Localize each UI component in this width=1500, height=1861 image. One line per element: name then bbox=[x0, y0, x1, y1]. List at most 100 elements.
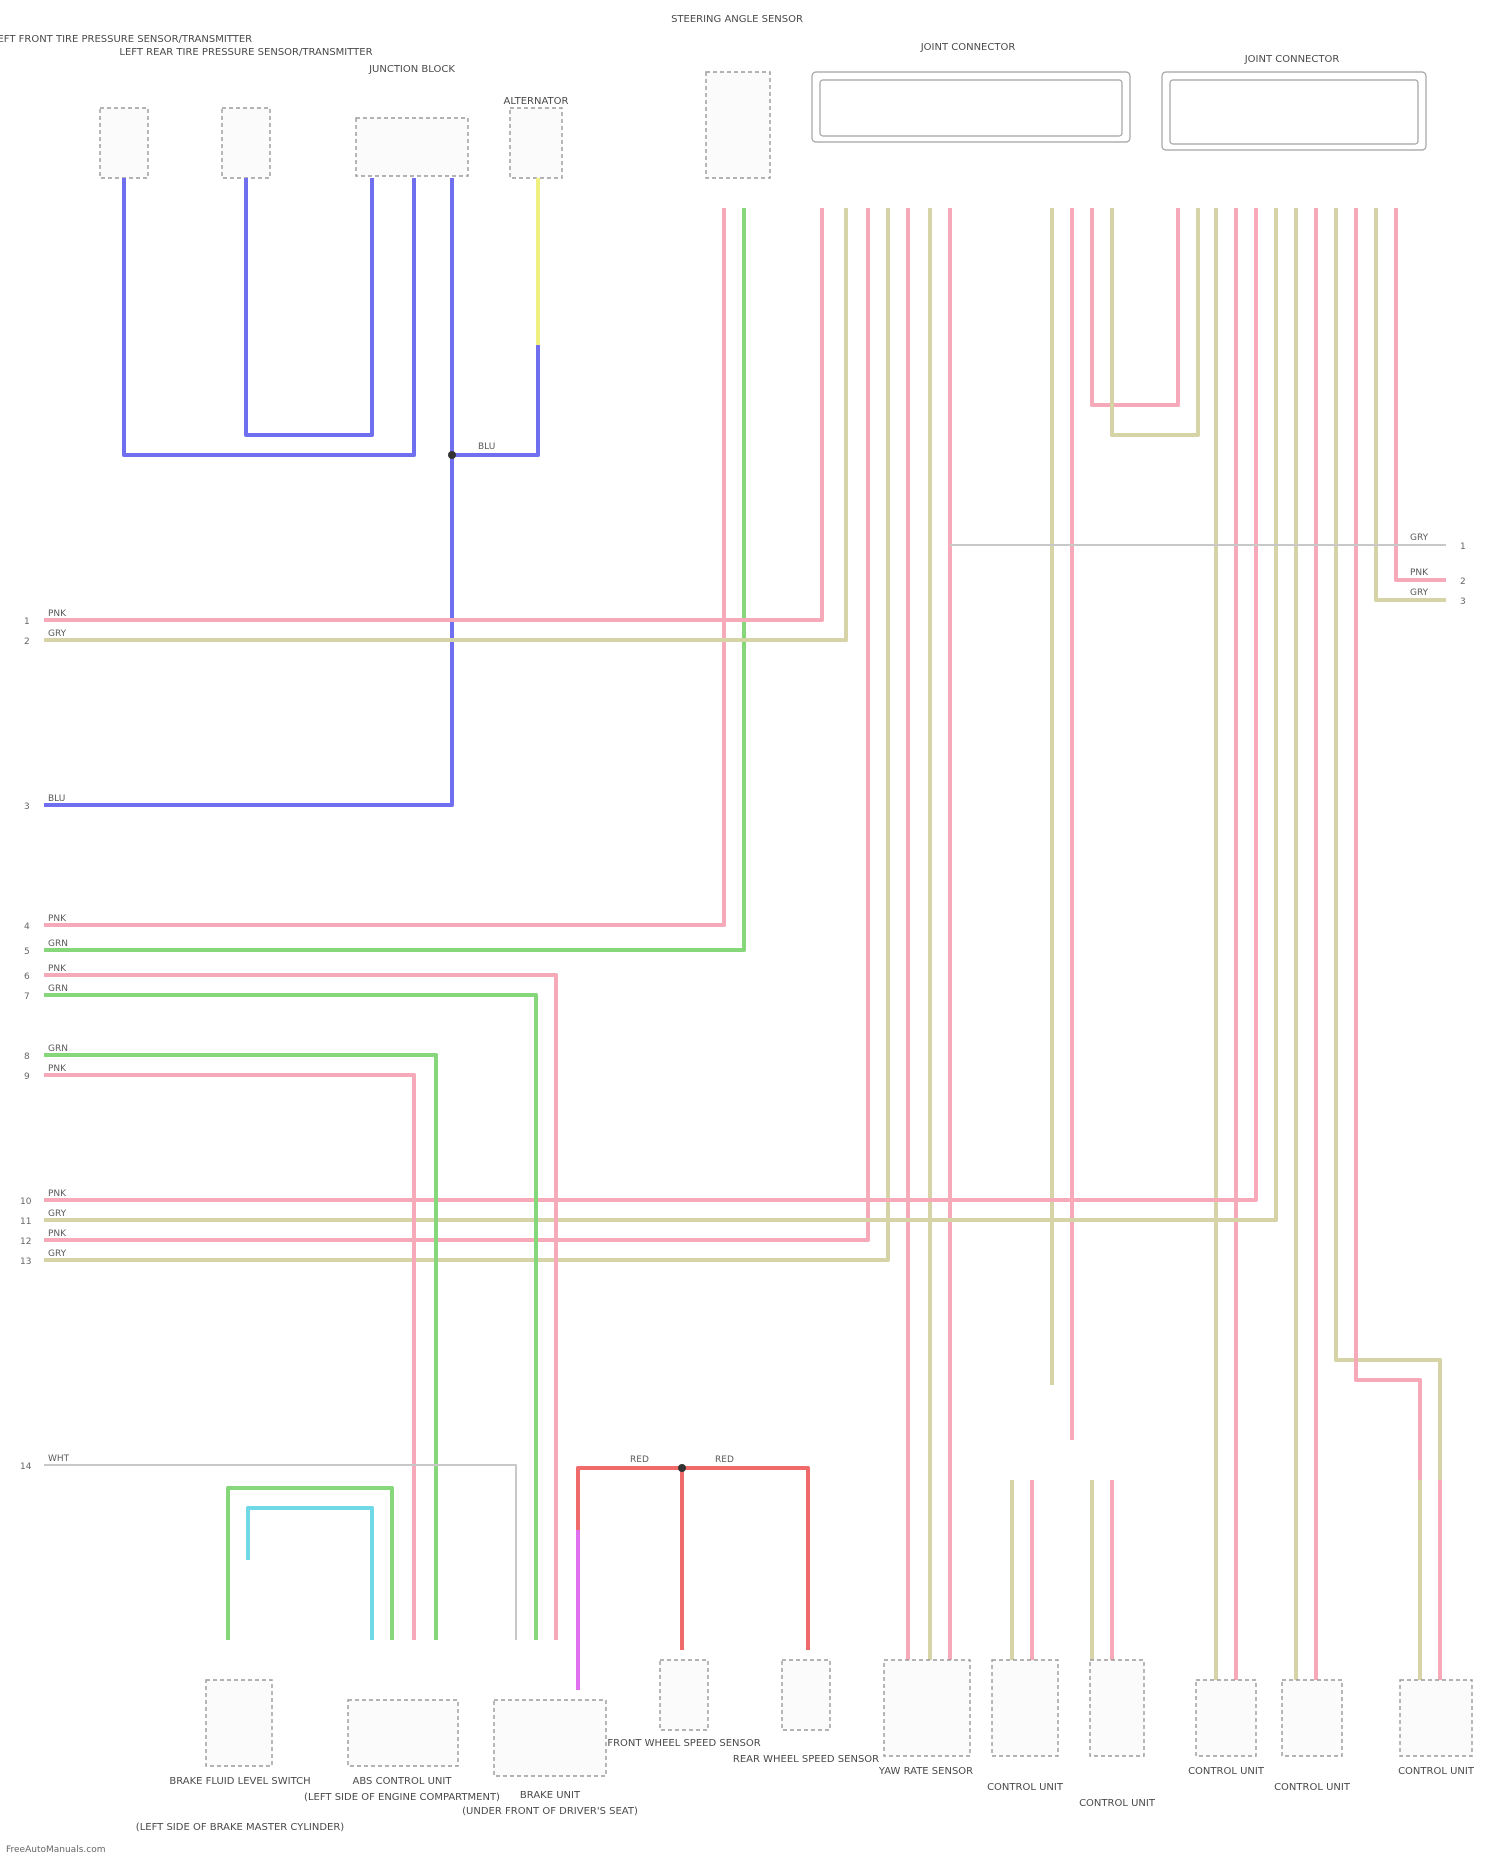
wire-green-8 bbox=[44, 1055, 436, 1640]
terminal-num: 13 bbox=[20, 1257, 31, 1267]
connector-junction-block bbox=[356, 118, 468, 176]
label-brake-fluid: BRAKE FLUID LEVEL SWITCH bbox=[169, 1776, 310, 1787]
label-side-2: CONTROL UNIT bbox=[1079, 1798, 1156, 1809]
wire-code: PNK bbox=[48, 964, 67, 974]
label-alternator: ALTERNATOR bbox=[504, 96, 569, 107]
wire-code: PNK bbox=[48, 1229, 67, 1239]
wire-gray-14 bbox=[44, 1465, 516, 1640]
wire-red-splice bbox=[578, 1468, 808, 1650]
connector-lf-sensor bbox=[100, 108, 148, 178]
label-front-speed: FRONT WHEEL SPEED SENSOR bbox=[607, 1738, 760, 1749]
terminal-num: 1 bbox=[1460, 542, 1466, 552]
wire-blue-lr bbox=[246, 178, 372, 435]
wire-pink-jc2-2 bbox=[44, 208, 1256, 1200]
label-abs-sub: (LEFT SIDE OF ENGINE COMPARTMENT) bbox=[304, 1792, 500, 1803]
wire-code: PNK bbox=[48, 914, 67, 924]
connector-side-2 bbox=[1090, 1660, 1144, 1756]
wire-code: GRN bbox=[48, 984, 68, 994]
label-brake-unit-sub: (UNDER FRONT OF DRIVER'S SEAT) bbox=[462, 1806, 638, 1817]
connector-rear-speed bbox=[782, 1660, 830, 1730]
terminal-num: 2 bbox=[1460, 577, 1466, 587]
label-joint-connector-1: JOINT CONNECTOR bbox=[920, 42, 1016, 53]
terminal-num: 11 bbox=[20, 1217, 31, 1227]
terminal-num: 5 bbox=[24, 947, 30, 957]
wire-pink-jc2-5 bbox=[1396, 208, 1446, 580]
wire-code: GRY bbox=[48, 629, 67, 639]
terminal-num: 9 bbox=[24, 1072, 30, 1082]
label-brake-fluid-sub: (LEFT SIDE OF BRAKE MASTER CYLINDER) bbox=[136, 1822, 345, 1833]
terminal-num: 2 bbox=[24, 637, 30, 647]
connector-abs bbox=[348, 1700, 458, 1766]
connector-front-speed bbox=[660, 1660, 708, 1730]
wire-blue-alt bbox=[452, 345, 538, 455]
wire-code: GRN bbox=[48, 939, 68, 949]
connector-yaw bbox=[884, 1660, 970, 1756]
connector-brake-unit bbox=[494, 1700, 606, 1776]
top-connectors bbox=[100, 72, 1426, 178]
wire-green-abs bbox=[228, 1488, 392, 1640]
terminal-num: 10 bbox=[20, 1197, 32, 1207]
terminal-num: 1 bbox=[24, 617, 30, 627]
wire-code: PNK bbox=[48, 609, 67, 619]
wire-beige-5 bbox=[1112, 208, 1198, 435]
joint-connector-1-frame bbox=[812, 72, 1130, 142]
label-brake-unit: BRAKE UNIT bbox=[520, 1790, 581, 1801]
joint-connector-2-inner bbox=[1170, 80, 1418, 144]
wire-pink-6 bbox=[1092, 208, 1178, 405]
wire-code: GRY bbox=[48, 1209, 67, 1219]
wire-code: BLU bbox=[48, 794, 65, 804]
label-abs: ABS CONTROL UNIT bbox=[353, 1776, 453, 1787]
wire-green-steer bbox=[44, 208, 744, 950]
label-junction-block: JUNCTION BLOCK bbox=[368, 64, 455, 75]
terminal-num: 6 bbox=[24, 972, 30, 982]
connector-steering-sensor bbox=[706, 72, 770, 178]
label-rear-speed: REAR WHEEL SPEED SENSOR bbox=[733, 1754, 879, 1765]
label-joint-connector-2: JOINT CONNECTOR bbox=[1244, 54, 1340, 65]
wire-code: PNK bbox=[48, 1189, 67, 1199]
wire-pink-1 bbox=[44, 208, 822, 620]
wires bbox=[44, 178, 1446, 1690]
terminal-num: 7 bbox=[24, 992, 30, 1002]
joint-connector-1-inner bbox=[820, 80, 1122, 136]
wire-code: GRY bbox=[1410, 533, 1429, 543]
label-cu-1: CONTROL UNIT bbox=[1188, 1766, 1265, 1777]
label-steering-sensor: STEERING ANGLE SENSOR bbox=[671, 14, 803, 25]
footer-watermark: FreeAutoManuals.com bbox=[6, 1845, 105, 1855]
label-yaw: YAW RATE SENSOR bbox=[878, 1766, 973, 1777]
connector-cu-2 bbox=[1282, 1680, 1342, 1756]
wire-pink-steer bbox=[44, 208, 724, 925]
terminal-num: 3 bbox=[1460, 597, 1466, 607]
label-side-1: CONTROL UNIT bbox=[987, 1782, 1064, 1793]
wire-cyan-abs bbox=[248, 1508, 372, 1640]
terminal-num: 12 bbox=[20, 1237, 31, 1247]
connector-cu-3 bbox=[1400, 1680, 1472, 1756]
terminal-num: 14 bbox=[20, 1462, 32, 1472]
joint-connector-2-frame bbox=[1162, 72, 1426, 150]
label-lr-sensor: LEFT REAR TIRE PRESSURE SENSOR/TRANSMITT… bbox=[119, 47, 372, 58]
terminal-num: 8 bbox=[24, 1052, 30, 1062]
connector-cu-1 bbox=[1196, 1680, 1256, 1756]
top-labels: LEFT FRONT TIRE PRESSURE SENSOR/TRANSMIT… bbox=[0, 14, 1339, 107]
splice-points bbox=[448, 451, 686, 1472]
wire-code: PNK bbox=[1410, 568, 1429, 578]
connector-alternator bbox=[510, 108, 562, 178]
connector-side-1 bbox=[992, 1660, 1058, 1756]
wire-code: WHT bbox=[48, 1454, 70, 1464]
label-cu-3: CONTROL UNIT bbox=[1398, 1766, 1475, 1777]
splice-blue bbox=[448, 451, 456, 459]
connector-brake-fluid bbox=[206, 1680, 272, 1766]
terminal-num: 4 bbox=[24, 922, 30, 932]
connector-lr-sensor bbox=[222, 108, 270, 178]
left-terminals: 1 2 3 4 5 6 7 8 9 10 11 12 13 14 PNK GRY… bbox=[20, 609, 70, 1472]
label-lf-sensor: LEFT FRONT TIRE PRESSURE SENSOR/TRANSMIT… bbox=[0, 34, 252, 45]
wire-green-7 bbox=[44, 995, 536, 1640]
wire-code: PNK bbox=[48, 1064, 67, 1074]
terminal-num: 3 bbox=[24, 802, 30, 812]
label-red-splice-2: RED bbox=[715, 1455, 734, 1465]
wire-code: GRN bbox=[48, 1044, 68, 1054]
wire-pink-jc2-4 bbox=[1356, 208, 1420, 1480]
wire-beige-jc2-4 bbox=[1336, 208, 1440, 1480]
wire-code: GRY bbox=[1410, 588, 1429, 598]
label-red-splice-1: RED bbox=[630, 1455, 649, 1465]
